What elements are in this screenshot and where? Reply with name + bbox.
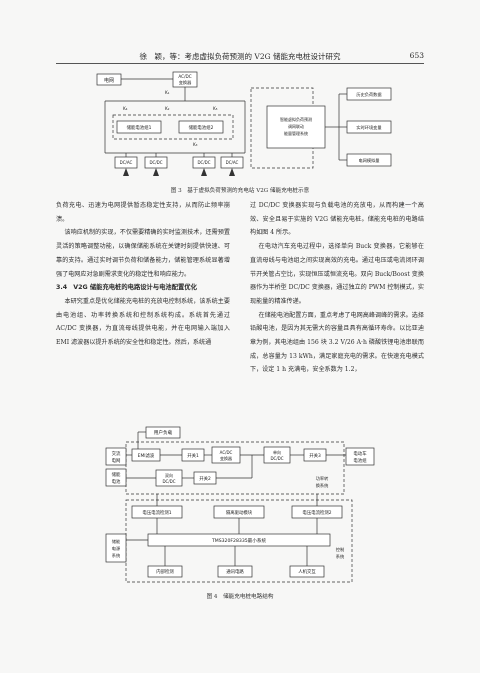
svg-text:DC/AC: DC/AC (226, 160, 239, 165)
svg-text:通讯电路: 通讯电路 (226, 568, 244, 575)
svg-text:调网联动: 调网联动 (288, 123, 304, 129)
svg-text:隔离驱动模块: 隔离驱动模块 (226, 509, 253, 516)
svg-text:用户负载: 用户负载 (154, 429, 173, 436)
fig4-ev-battery (345, 447, 375, 466)
fig3-acdc-label: AC/DC (178, 74, 191, 79)
svg-text:系统: 系统 (336, 553, 344, 560)
section-heading: 3.4 V2G 储能充电桩的电路设计与电池配置优化 (56, 284, 197, 292)
fig3-battery2 (178, 120, 224, 134)
right-paragraph-1: 过 DC/DC 变换器实现与负载电池的充放电，从而构建一个高效、安全且易于实施的… (250, 202, 424, 237)
svg-text:DC/DC: DC/DC (149, 160, 162, 165)
fig3-ems-box (266, 105, 326, 149)
svg-text:能量管理系统: 能量管理系统 (284, 130, 308, 136)
figure-4-caption: 图 4 储能充电桩电路结构 (206, 594, 274, 600)
left-paragraph-3: 本研究重点是优化储能充电桩的充放电控制系统，该系统主要由电池组、功率转换系统和控… (56, 297, 230, 347)
svg-text:开关2: 开关2 (199, 475, 211, 482)
svg-text:DC/AC: DC/AC (120, 160, 133, 165)
svg-text:DC/DC: DC/DC (162, 479, 175, 484)
right-column: 过 DC/DC 变换器实现与负载电池的充放电，从而构建一个高效、安全且易于实施的… (250, 199, 424, 377)
fig3-k2: K₂ (165, 106, 170, 111)
fig4-control-label: 控制 (336, 546, 344, 553)
svg-text:AC/DC: AC/DC (220, 450, 233, 455)
svg-text:电网模拟量: 电网模拟量 (359, 157, 380, 164)
svg-text:电池组: 电池组 (353, 457, 367, 464)
svg-text:电压电流检测1: 电压电流检测1 (142, 509, 171, 516)
figure-3-caption: 图 3 基于虚拟负荷预测的充电站 V2G 储能充电桩示意 (170, 188, 310, 194)
left-column: 负荷充电、迅速为电网提供暂态稳定性支持，从而防止频率崩溃。 该响应机制的实现，不… (56, 199, 230, 350)
svg-text:单向: 单向 (273, 449, 281, 455)
svg-text:TMS320F28335最小系统: TMS320F28335最小系统 (211, 537, 266, 544)
svg-text:储能: 储能 (112, 538, 121, 545)
svg-text:双向: 双向 (165, 472, 173, 478)
header-rule (56, 63, 424, 64)
svg-text:EMI滤波: EMI滤波 (138, 452, 155, 459)
fig4-pcs-label: 功率转 (316, 475, 329, 482)
svg-text:DC/DC: DC/DC (270, 456, 283, 461)
svg-text:变换器: 变换器 (179, 79, 192, 86)
right-paragraph-2: 在电动汽车充电过程中，选择单向 Buck 变换器，它能够在直流母线与电池组之间实… (250, 243, 424, 305)
svg-text:开关1: 开关1 (187, 452, 199, 459)
svg-text:储能: 储能 (112, 471, 121, 478)
fig3-grid-label: 电网 (104, 77, 114, 84)
figure-4-diagram: 用户负载 交流 电网 EMI滤波 开关1 AC/DC 变换器 单向 DC/DC … (105, 426, 375, 583)
svg-text:电动车: 电动车 (353, 450, 367, 457)
fig3-grid-box (96, 73, 122, 86)
fig4-user-load (145, 426, 181, 439)
fig3-battery1 (116, 120, 162, 134)
svg-text:历史负荷数据: 历史负荷数据 (356, 91, 381, 98)
svg-text:实时环境变量: 实时环境变量 (356, 124, 381, 131)
svg-text:内部检测: 内部检测 (156, 568, 174, 575)
fig3-k4: K₄ (123, 106, 128, 111)
svg-text:变换器: 变换器 (220, 455, 232, 461)
svg-text:储能电池组2: 储能电池组2 (189, 124, 214, 131)
fig3-k5: K₅ (213, 106, 218, 111)
svg-text:电源: 电源 (112, 545, 121, 552)
svg-text:DC/DC: DC/DC (197, 160, 210, 165)
fig3-ev-icons (123, 168, 235, 176)
svg-text:电池: 电池 (112, 478, 121, 485)
svg-text:储能电池组1: 储能电池组1 (127, 124, 152, 131)
running-header: 徐 颖，等：考虑虚拟负荷预测的 V2G 储能充电桩设计研究 653 (56, 51, 424, 61)
right-paragraph-3: 在储能电池配置方面，重点考虑了电网高峰调峰的需求。选择铅酸电池，是因为其无需大的… (250, 311, 424, 374)
fig3-k3: K₃ (193, 142, 198, 147)
svg-text:换系统: 换系统 (316, 482, 329, 489)
svg-text:系统: 系统 (112, 552, 120, 559)
figure-3-diagram: 电网 AC/DC 变换器 K₁ K₄ K₂ K₅ 储能电池组1 储能电池组2 K… (96, 71, 392, 176)
fig4-ac-grid (105, 447, 127, 466)
page-number: 653 (409, 51, 424, 60)
fig4-bms (105, 533, 127, 563)
svg-text:交流: 交流 (112, 450, 121, 457)
svg-text:电网: 电网 (112, 457, 121, 464)
fig3-k1: K₁ (165, 90, 170, 95)
fig3-ems-label: 智能虚拟负荷预测 (280, 116, 312, 122)
left-paragraph-1: 负荷充电、迅速为电网提供暂态稳定性支持，从而防止频率崩溃。 (56, 202, 230, 223)
header-title: 徐 颖，等：考虑虚拟负荷预测的 V2G 储能充电桩设计研究 (139, 52, 341, 61)
svg-text:开关3: 开关3 (309, 452, 321, 459)
svg-text:人机交互: 人机交互 (298, 568, 316, 575)
fig4-storage-battery (105, 468, 127, 487)
left-paragraph-2: 该响应机制的实现，不仅需要精确的实时监测技术，还需预置灵活的策略调整功能，以确保… (56, 229, 230, 278)
svg-text:电压电流检测2: 电压电流检测2 (302, 509, 331, 516)
fig3-battery-area (112, 114, 234, 140)
